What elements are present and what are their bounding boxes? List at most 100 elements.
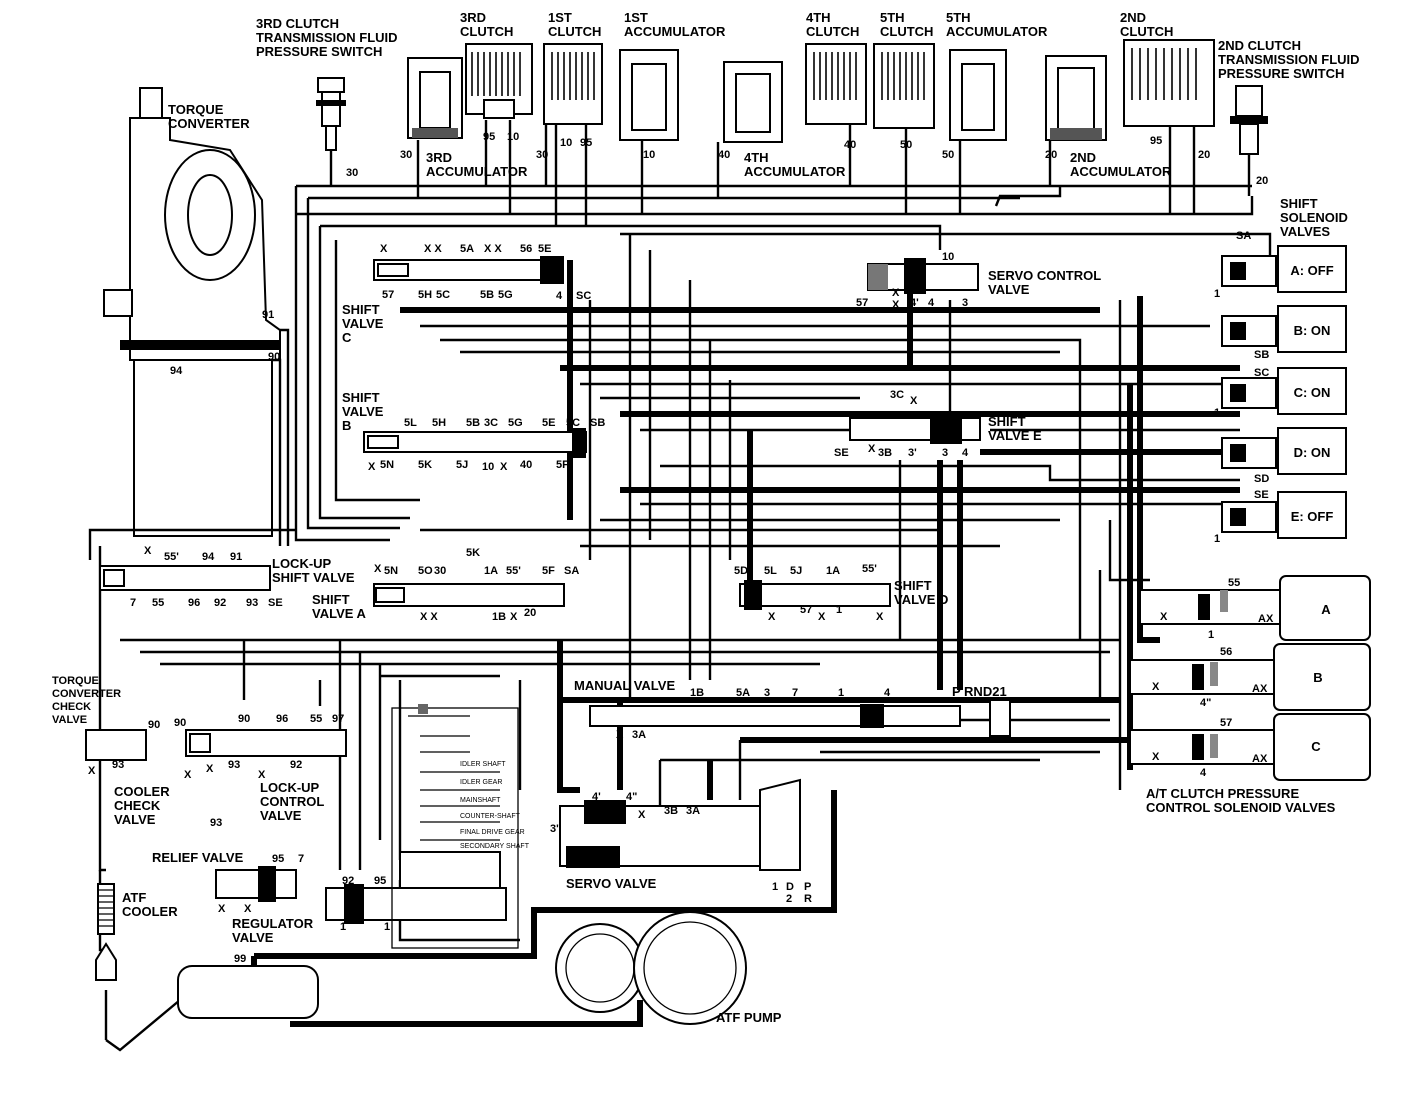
passage-label: X — [206, 763, 214, 775]
passage-label: X — [144, 545, 152, 557]
5th-accumulator-icon — [949, 49, 1007, 141]
passage-label: 91 — [230, 551, 242, 563]
shift-valve-d — [739, 580, 891, 610]
2nd-accumulator-label-2: ACCUMULATOR — [1070, 164, 1172, 179]
shift-valve-a-label-1: SHIFT — [312, 592, 350, 607]
clutch-solenoid-b-port: 56 — [1220, 646, 1232, 658]
passage-label: X — [510, 611, 518, 623]
passage-label: 5H — [432, 417, 446, 429]
passage-label: 5K — [418, 459, 432, 471]
torque-converter-icon — [103, 87, 281, 537]
passage-label: X — [892, 299, 900, 311]
passage-label: 10 — [482, 461, 494, 473]
5th-clutch-icon — [873, 43, 935, 129]
passage-label: 94 — [170, 365, 183, 377]
cooler-check-valve-label-2: CHECK — [114, 798, 161, 813]
passage-label: SE — [834, 447, 849, 459]
passage-label: 30 — [346, 167, 358, 179]
passage-label: 96 — [188, 597, 200, 609]
passage-label: 5N — [384, 565, 398, 577]
3rd-accumulator-icon — [407, 57, 463, 139]
passage-label: 95 — [272, 853, 284, 865]
shift-solenoid-valves: A: OFF SA 1 B: ON SB C: ON SC 1 D: ON SD — [1214, 230, 1347, 545]
passage-label: 56 — [520, 243, 532, 255]
torque-converter-label-1: TORQUE — [168, 102, 224, 117]
passage-label: 40 — [844, 139, 856, 151]
passage-label: 5O — [418, 565, 433, 577]
passage-label: 3B — [878, 447, 892, 459]
passage-label: 7 — [792, 687, 798, 699]
passage-label: 1B — [690, 687, 704, 699]
passage-label: 90 — [174, 717, 186, 729]
atf-cooler-label-2: COOLER — [122, 904, 178, 919]
top-clutches-accumulators — [316, 39, 1268, 196]
2nd-clutch-label-1: 2ND — [1120, 10, 1146, 25]
hydraulic-passages — [88, 120, 1272, 1052]
component-labels: 3RD CLUTCH TRANSMISSION FLUID PRESSURE S… — [52, 10, 1360, 1025]
passage-label: 1B — [492, 611, 506, 623]
passage-label: 90 — [238, 713, 250, 725]
passage-label: 55' — [506, 565, 521, 577]
passage-label: 3 — [764, 687, 770, 699]
clutch-solenoid-a-port: 55 — [1228, 577, 1240, 589]
passage-label: 40 — [520, 459, 532, 471]
servo-control-valve-label-2: VALVE — [988, 282, 1030, 297]
regulator-valve-label-1: REGULATOR — [232, 916, 314, 931]
passage-label: 92 — [214, 597, 226, 609]
servo-control-valve-label-1: SERVO CONTROL — [988, 268, 1101, 283]
passage-label: 3B — [664, 805, 678, 817]
passage-label: 5C — [436, 289, 450, 301]
4th-clutch-label-1: 4TH — [806, 10, 831, 25]
clutch-solenoid-a-bottom: 1 — [1208, 629, 1214, 641]
passage-label: 1 — [838, 687, 844, 699]
shift-solenoids-title-2: SOLENOID — [1280, 210, 1348, 225]
shift-valve-b-label-1: SHIFT — [342, 390, 380, 405]
4th-accumulator-icon — [723, 61, 783, 143]
4th-clutch-label-2: CLUTCH — [806, 24, 859, 39]
clutch-solenoid-a-x: X — [1160, 611, 1168, 623]
atf-pump-label: ATF PUMP — [716, 1010, 782, 1025]
passage-label: X — [818, 611, 826, 623]
shift-valve-c-label-3: C — [342, 330, 352, 345]
solenoid-e-label: E: OFF — [1291, 509, 1334, 524]
lockup-control-valve-label-1: LOCK-UP — [260, 780, 320, 795]
passage-label: X — [258, 769, 266, 781]
manual-valve — [589, 699, 1011, 737]
clutch-solenoid-c-bottom: 4 — [1200, 767, 1207, 779]
lockup-shift-valve — [99, 565, 271, 591]
solenoid-c: C: ON SC 1 — [1214, 367, 1347, 419]
passage-label: 99 — [234, 953, 246, 965]
torque-converter-label-2: CONVERTER — [168, 116, 250, 131]
shaft-label-countershaft: COUNTER-SHAFT — [460, 813, 521, 820]
3rd-clutch-icon — [465, 43, 533, 119]
passage-label: 40 — [718, 149, 730, 161]
servo-control-valve — [867, 258, 979, 294]
passage-label: 1 — [384, 921, 390, 933]
passage-label: 5G — [508, 417, 523, 429]
regulator-valve-label-2: VALVE — [232, 930, 274, 945]
4th-clutch-icon — [805, 43, 867, 125]
1st-accumulator-label-2: ACCUMULATOR — [624, 24, 726, 39]
passage-label: 57 — [382, 289, 394, 301]
passage-label: 1 — [340, 921, 346, 933]
sump-icon — [177, 965, 319, 1019]
passage-label: 3' — [550, 823, 559, 835]
servo-position-2: 2 — [786, 893, 792, 905]
clutch-pressure-solenoid-valves: A 55 X AX 1 B 56 X AX 4" C 57 X AX 4 — [1129, 575, 1371, 781]
passage-label: X — [218, 903, 226, 915]
shift-valve-d-label-2: VALVE D — [894, 592, 948, 607]
2nd-clutch-switch-label-1: 2ND CLUTCH — [1218, 38, 1301, 53]
solenoid-d: D: ON SD — [1221, 427, 1347, 485]
solenoid-e: E: OFF SE 1 — [1214, 489, 1347, 545]
clutch-solenoid-c-label: C — [1311, 739, 1321, 754]
servo-position-r: R — [804, 893, 812, 905]
clutch-solenoid-c: C 57 X AX 4 — [1129, 713, 1371, 781]
2nd-clutch-icon — [1123, 39, 1215, 127]
solenoid-e-tag: SE — [1254, 489, 1269, 501]
tc-check-valve-label-4: VALVE — [52, 714, 87, 726]
passage-label: X — [368, 461, 376, 473]
solenoid-a-port: 1 — [1214, 288, 1220, 300]
servo-position-p: P — [804, 881, 811, 893]
shaft-label-idler-shaft: IDLER SHAFT — [460, 761, 506, 768]
passage-label: 10 — [560, 137, 572, 149]
